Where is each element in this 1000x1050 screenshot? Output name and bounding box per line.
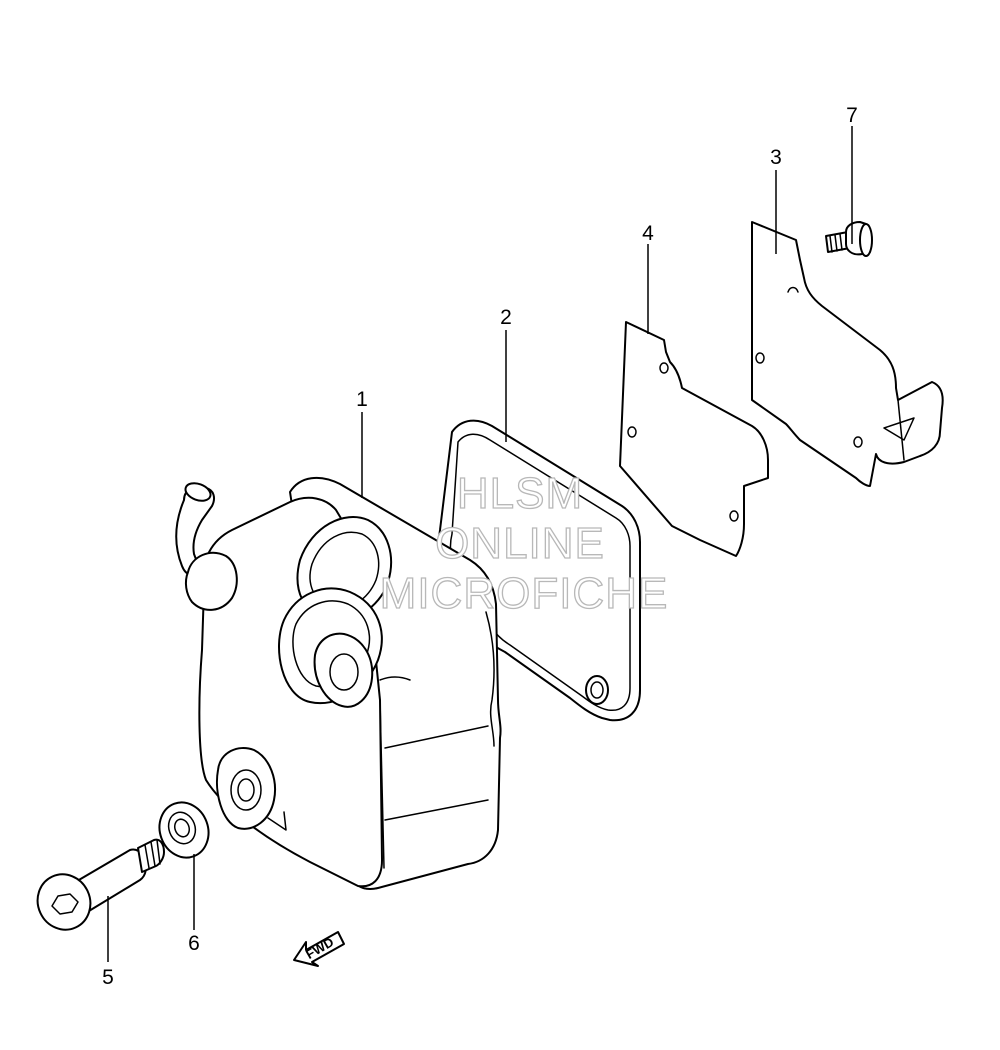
callout-5: 5 xyxy=(102,966,114,989)
watermark-line-3: MICROFICHE xyxy=(380,569,669,618)
part-1-head-cover[interactable] xyxy=(175,476,502,890)
part-6-washer[interactable] xyxy=(152,795,216,864)
watermark-line-2: ONLINE xyxy=(435,519,605,568)
callout-7: 7 xyxy=(846,104,858,127)
part-4-plate[interactable] xyxy=(619,321,769,557)
callout-6: 6 xyxy=(188,932,200,955)
callout-4: 4 xyxy=(642,222,654,245)
watermark: HLSM ONLINE MICROFICHE xyxy=(379,468,669,618)
part-7-bolt[interactable] xyxy=(825,221,873,257)
callout-2: 2 xyxy=(500,306,512,329)
part-3-bracket[interactable] xyxy=(751,221,944,487)
callout-1: 1 xyxy=(356,388,368,411)
watermark-line-1: HLSM xyxy=(457,469,583,518)
part-5-bolt[interactable] xyxy=(29,838,165,939)
fwd-direction-arrow: FWD xyxy=(293,931,345,967)
leader-lines xyxy=(107,126,853,962)
callout-3: 3 xyxy=(770,146,782,169)
